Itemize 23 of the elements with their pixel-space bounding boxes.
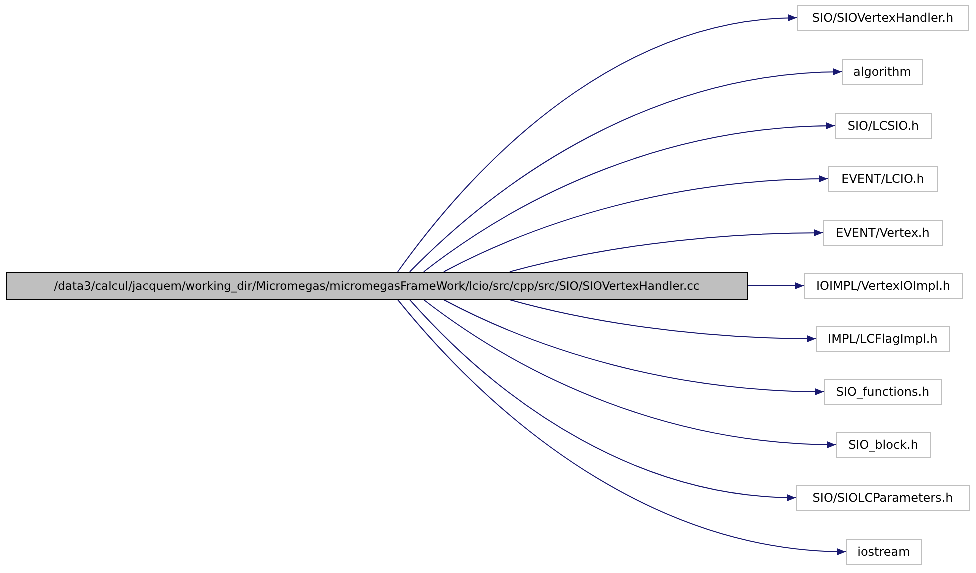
arrow	[444, 176, 828, 272]
arrow	[444, 300, 824, 396]
header-file-box: SIO/SIOLCParameters.h	[796, 485, 970, 511]
arrow	[424, 122, 836, 272]
arrow	[510, 300, 816, 342]
header-file-box: SIO/SIOVertexHandler.h	[797, 5, 969, 31]
header-file-box: EVENT/LCIO.h	[828, 166, 938, 192]
header-file-box: SIO_block.h	[836, 432, 931, 458]
header-file-box: IMPL/LCFlagImpl.h	[816, 326, 950, 352]
arrow	[424, 300, 836, 448]
arrow	[410, 68, 842, 272]
arrow	[398, 300, 846, 556]
header-file-box: EVENT/Vertex.h	[823, 220, 943, 246]
header-file-box: SIO/LCSIO.h	[835, 113, 932, 139]
arrow	[748, 282, 804, 290]
header-file-box: IOIMPL/VertexIOImpl.h	[804, 273, 963, 299]
arrow	[398, 14, 798, 272]
source-file-box: /data3/calcul/jacquem/working_dir/Micromegas/micromegasFrameWork/lcio/src/cpp/src/SIO/SIOVertexHandler.cc	[6, 272, 748, 300]
header-file-box: SIO_functions.h	[824, 379, 942, 405]
arrow	[410, 300, 796, 502]
header-file-box: iostream	[846, 539, 922, 565]
arrow	[510, 230, 824, 272]
header-file-box: algorithm	[842, 59, 923, 85]
